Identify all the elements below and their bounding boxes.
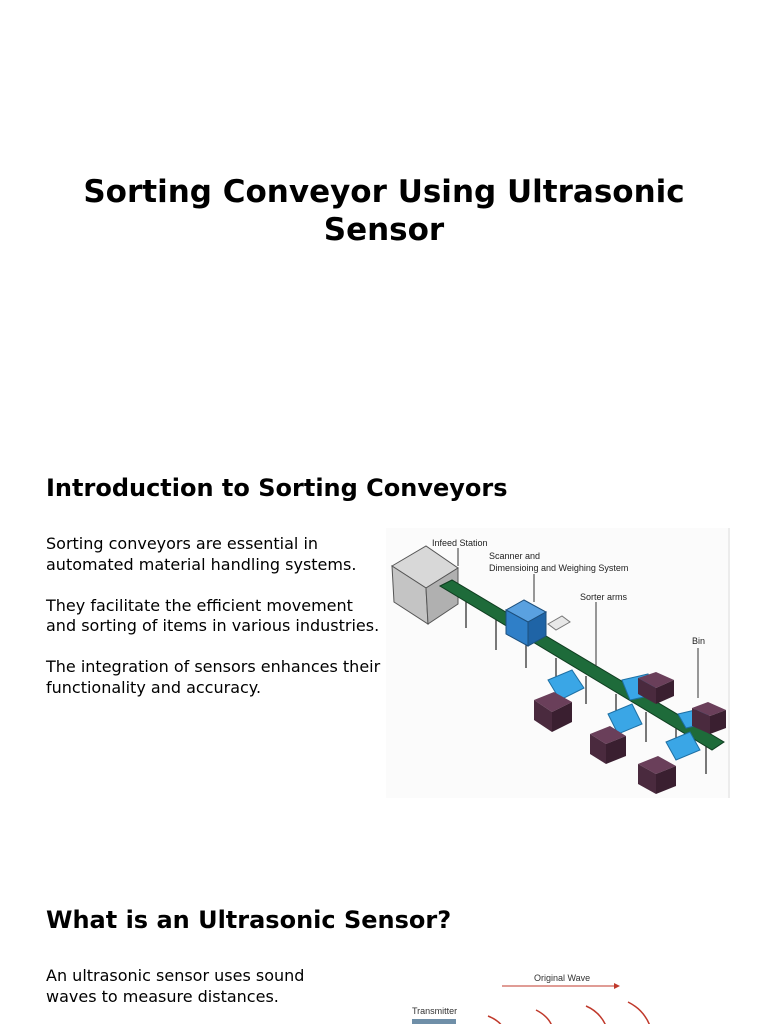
label-transmitter: Transmitter — [412, 1006, 457, 1016]
sorting-conveyor-illustration: Infeed Station Scanner and Dimensioing a… — [386, 528, 730, 798]
paragraph: An ultrasonic sensor uses sound waves to… — [46, 966, 305, 1006]
scanner-unit — [504, 599, 571, 647]
section-heading-intro: Introduction to Sorting Conveyors — [46, 474, 508, 502]
paragraph: They facilitate the efficient movement a… — [46, 595, 380, 636]
label-sorter-arms: Sorter arms — [580, 592, 628, 602]
slide-title: Sorting Conveyor Using Ultrasonic Sensor — [83, 174, 685, 248]
label-bin: Bin — [692, 636, 705, 646]
paragraph: Sorting conveyors are essential in autom… — [46, 534, 357, 574]
ultrasonic-wave-illustration: Original Wave Transmitter — [412, 973, 650, 1024]
sound-waves — [487, 1001, 650, 1024]
label-original-wave: Original Wave — [534, 973, 590, 983]
paragraph: The integration of sensors enhances thei… — [46, 657, 381, 697]
label-dimensioning: Dimensioing and Weighing System — [489, 563, 628, 573]
section-heading-ultrasonic: What is an Ultrasonic Sensor? — [46, 906, 452, 934]
label-scanner: Scanner and — [489, 551, 540, 561]
bins — [534, 672, 726, 794]
ultrasonic-text: An ultrasonic sensor uses sound waves to… — [46, 966, 346, 1028]
intro-text: Sorting conveyors are essential in autom… — [46, 534, 386, 719]
label-infeed-station: Infeed Station — [432, 538, 488, 548]
callout-lines — [457, 548, 699, 698]
transmitter-icon — [412, 1019, 456, 1024]
